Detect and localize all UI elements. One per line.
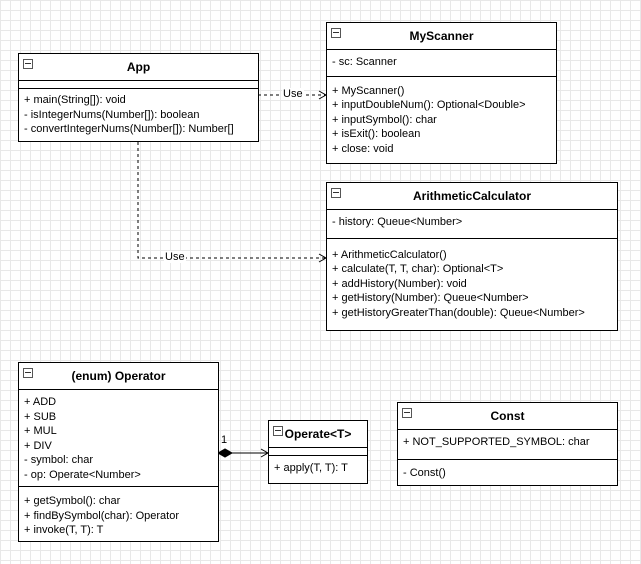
method-row: - isIntegerNums(Number[]): boolean — [24, 108, 200, 121]
class-name: (enum) Operator — [71, 369, 166, 383]
class-name: MyScanner — [409, 29, 474, 43]
attribute-row: + NOT_SUPPORTED_SYMBOL: char — [403, 436, 590, 448]
method-row: + getHistoryGreaterThan(double): Queue<N… — [332, 306, 585, 319]
collapse-icon[interactable] — [273, 426, 283, 436]
collapse-icon[interactable] — [331, 188, 341, 198]
method-row: + invoke(T, T): T — [24, 524, 104, 536]
method-row: + close: void — [332, 142, 394, 155]
attribute-row: + DIV — [24, 439, 52, 452]
class-arithmetic-calculator[interactable]: ArithmeticCalculator - history: Queue<Nu… — [326, 182, 618, 331]
attributes-section — [19, 81, 258, 89]
method-row: + isExit(): boolean — [332, 128, 421, 140]
method-row: + getHistory(Number): Queue<Number> — [332, 292, 529, 304]
class-name: ArithmeticCalculator — [412, 189, 532, 203]
methods-section: + MyScanner() + inputDoubleNum(): Option… — [327, 77, 556, 160]
class-name: App — [126, 60, 151, 74]
method-row: - convertIntegerNums(Number[]): Number[] — [24, 123, 234, 135]
collapse-icon[interactable] — [402, 408, 412, 418]
method-row: + ArithmeticCalculator() — [332, 248, 447, 261]
attributes-section: + ADD + SUB + MUL + DIV - symbol: char -… — [19, 390, 218, 487]
class-operator[interactable]: (enum) Operator + ADD + SUB + MUL + DIV … — [18, 362, 219, 542]
class-const[interactable]: Const + NOT_SUPPORTED_SYMBOL: char - Con… — [397, 402, 618, 486]
attribute-row: - sc: Scanner — [332, 56, 397, 68]
method-row: + main(String[]): void — [24, 94, 126, 106]
attribute-row: - symbol: char — [24, 454, 94, 466]
methods-section: - Const() — [398, 460, 617, 484]
collapse-icon[interactable] — [331, 28, 341, 38]
use-label-calculator: Use — [164, 251, 186, 263]
collapse-icon[interactable] — [23, 368, 33, 378]
attributes-section: - history: Queue<Number> — [327, 210, 617, 239]
method-row: + apply(T, T): T — [274, 462, 348, 474]
methods-section: + getSymbol(): char + findBySymbol(char)… — [19, 487, 218, 541]
attributes-section: - sc: Scanner — [327, 50, 556, 77]
attribute-row: + ADD — [24, 396, 57, 408]
attribute-row: + SUB — [24, 410, 57, 423]
attribute-row: - history: Queue<Number> — [332, 216, 463, 228]
method-row: + addHistory(Number): void — [332, 277, 467, 290]
attributes-section: + NOT_SUPPORTED_SYMBOL: char — [398, 430, 617, 460]
methods-section: + ArithmeticCalculator() + calculate(T, … — [327, 239, 617, 324]
class-app[interactable]: App + main(String[]): void - isIntegerNu… — [18, 53, 259, 142]
class-myscanner[interactable]: MyScanner - sc: Scanner + MyScanner() + … — [326, 22, 557, 164]
method-row: + inputSymbol(): char — [332, 113, 437, 126]
use-edge-calculator[interactable] — [137, 142, 326, 259]
method-row: + getSymbol(): char — [24, 495, 121, 507]
method-row: + MyScanner() — [332, 84, 405, 97]
attribute-row: + MUL — [24, 425, 57, 437]
method-row: + calculate(T, T, char): Optional<T> — [332, 263, 504, 275]
method-row: + inputDoubleNum(): Optional<Double> — [332, 99, 526, 111]
class-operate[interactable]: Operate<T> + apply(T, T): T — [268, 420, 368, 484]
methods-section: + main(String[]): void - isIntegerNums(N… — [19, 89, 258, 140]
multiplicity-label: 1 — [221, 434, 228, 446]
class-name: Const — [490, 409, 525, 423]
methods-section: + apply(T, T): T — [269, 456, 367, 479]
composition-diamond — [216, 448, 234, 458]
method-row: + findBySymbol(char): Operator — [24, 509, 179, 522]
use-label-myscanner: Use — [282, 88, 304, 100]
collapse-icon[interactable] — [23, 59, 33, 69]
class-name: Operate<T> — [284, 427, 352, 441]
attributes-section — [269, 448, 367, 456]
attribute-row: - op: Operate<Number> — [24, 468, 141, 481]
method-row: - Const() — [403, 466, 446, 479]
